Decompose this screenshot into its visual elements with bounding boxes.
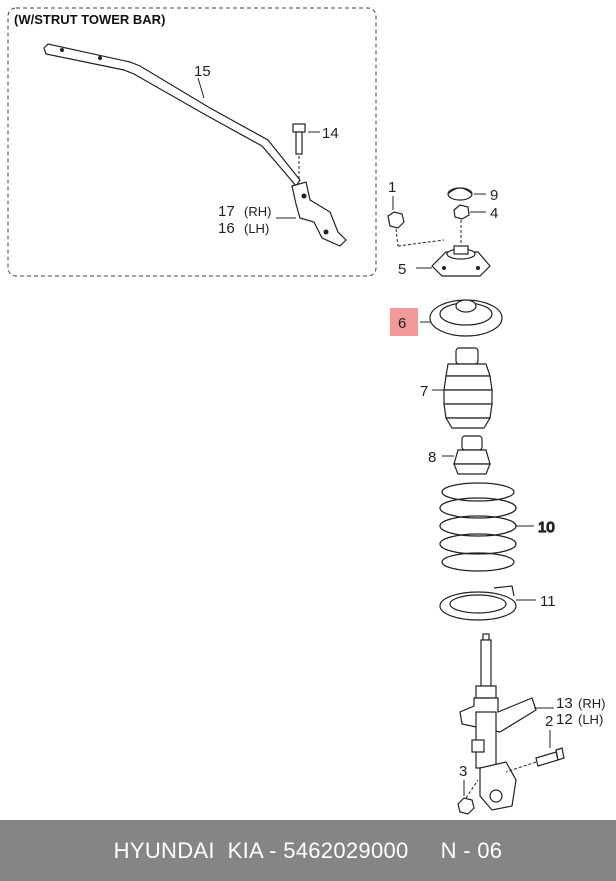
strut-mount-5: 5	[398, 245, 491, 278]
nut-3: 3	[457, 763, 479, 815]
footer-bar: HYUNDAI KIA - 5462029000 N - 06	[0, 820, 616, 881]
parts-diagram: (W/STRUT TOWER BAR) 15 14 17 (RH) 16 (LH…	[7, 7, 605, 815]
dust-boot-7: 7	[420, 347, 493, 429]
label-2: 2	[545, 713, 553, 730]
spring-lower-pad-11: 11	[439, 585, 556, 621]
label-14: 14	[322, 125, 339, 142]
coil-spring-10: 10	[439, 482, 555, 572]
strut-assembly-12-13: 13 (RH) 12 (LH)	[459, 633, 605, 811]
label-15: 15	[194, 63, 211, 80]
dust-cap-9: 9	[447, 187, 498, 204]
label-11: 11	[540, 593, 556, 610]
label-12-side: (LH)	[578, 712, 603, 727]
label-13: 13	[556, 695, 573, 712]
label-6: 6	[398, 315, 406, 332]
label-1: 1	[388, 179, 396, 196]
label-9: 9	[490, 187, 498, 204]
nut-1: 1	[387, 179, 445, 247]
strut-tower-bar	[43, 43, 301, 188]
bump-stop-8: 8	[428, 435, 491, 475]
nut-4: 4	[453, 204, 498, 244]
strut-tower-bar-inset: (W/STRUT TOWER BAR) 15 14 17 (RH) 16 (LH…	[7, 7, 377, 277]
label-7: 7	[420, 383, 428, 400]
spring-upper-seat-6: 6	[390, 299, 503, 337]
highlight-box	[390, 308, 418, 336]
label-3: 3	[459, 763, 467, 780]
label-16: 16	[218, 220, 235, 237]
footer-part-number: HYUNDAI KIA - 5462029000 N - 06	[113, 837, 503, 863]
bolt-2: 2	[505, 713, 565, 773]
label-13-side: (RH)	[578, 696, 605, 711]
label-17-side: (RH)	[244, 204, 271, 219]
label-17: 17	[218, 203, 235, 220]
inset-title: (W/STRUT TOWER BAR)	[14, 12, 165, 27]
bolt-14	[292, 123, 306, 180]
strut-bar-bracket	[291, 181, 347, 247]
label-12: 12	[556, 711, 573, 728]
label-4: 4	[490, 205, 498, 222]
label-16-side: (LH)	[244, 221, 269, 236]
label-10: 10	[538, 519, 555, 536]
label-8: 8	[428, 449, 436, 466]
label-5: 5	[398, 261, 406, 278]
